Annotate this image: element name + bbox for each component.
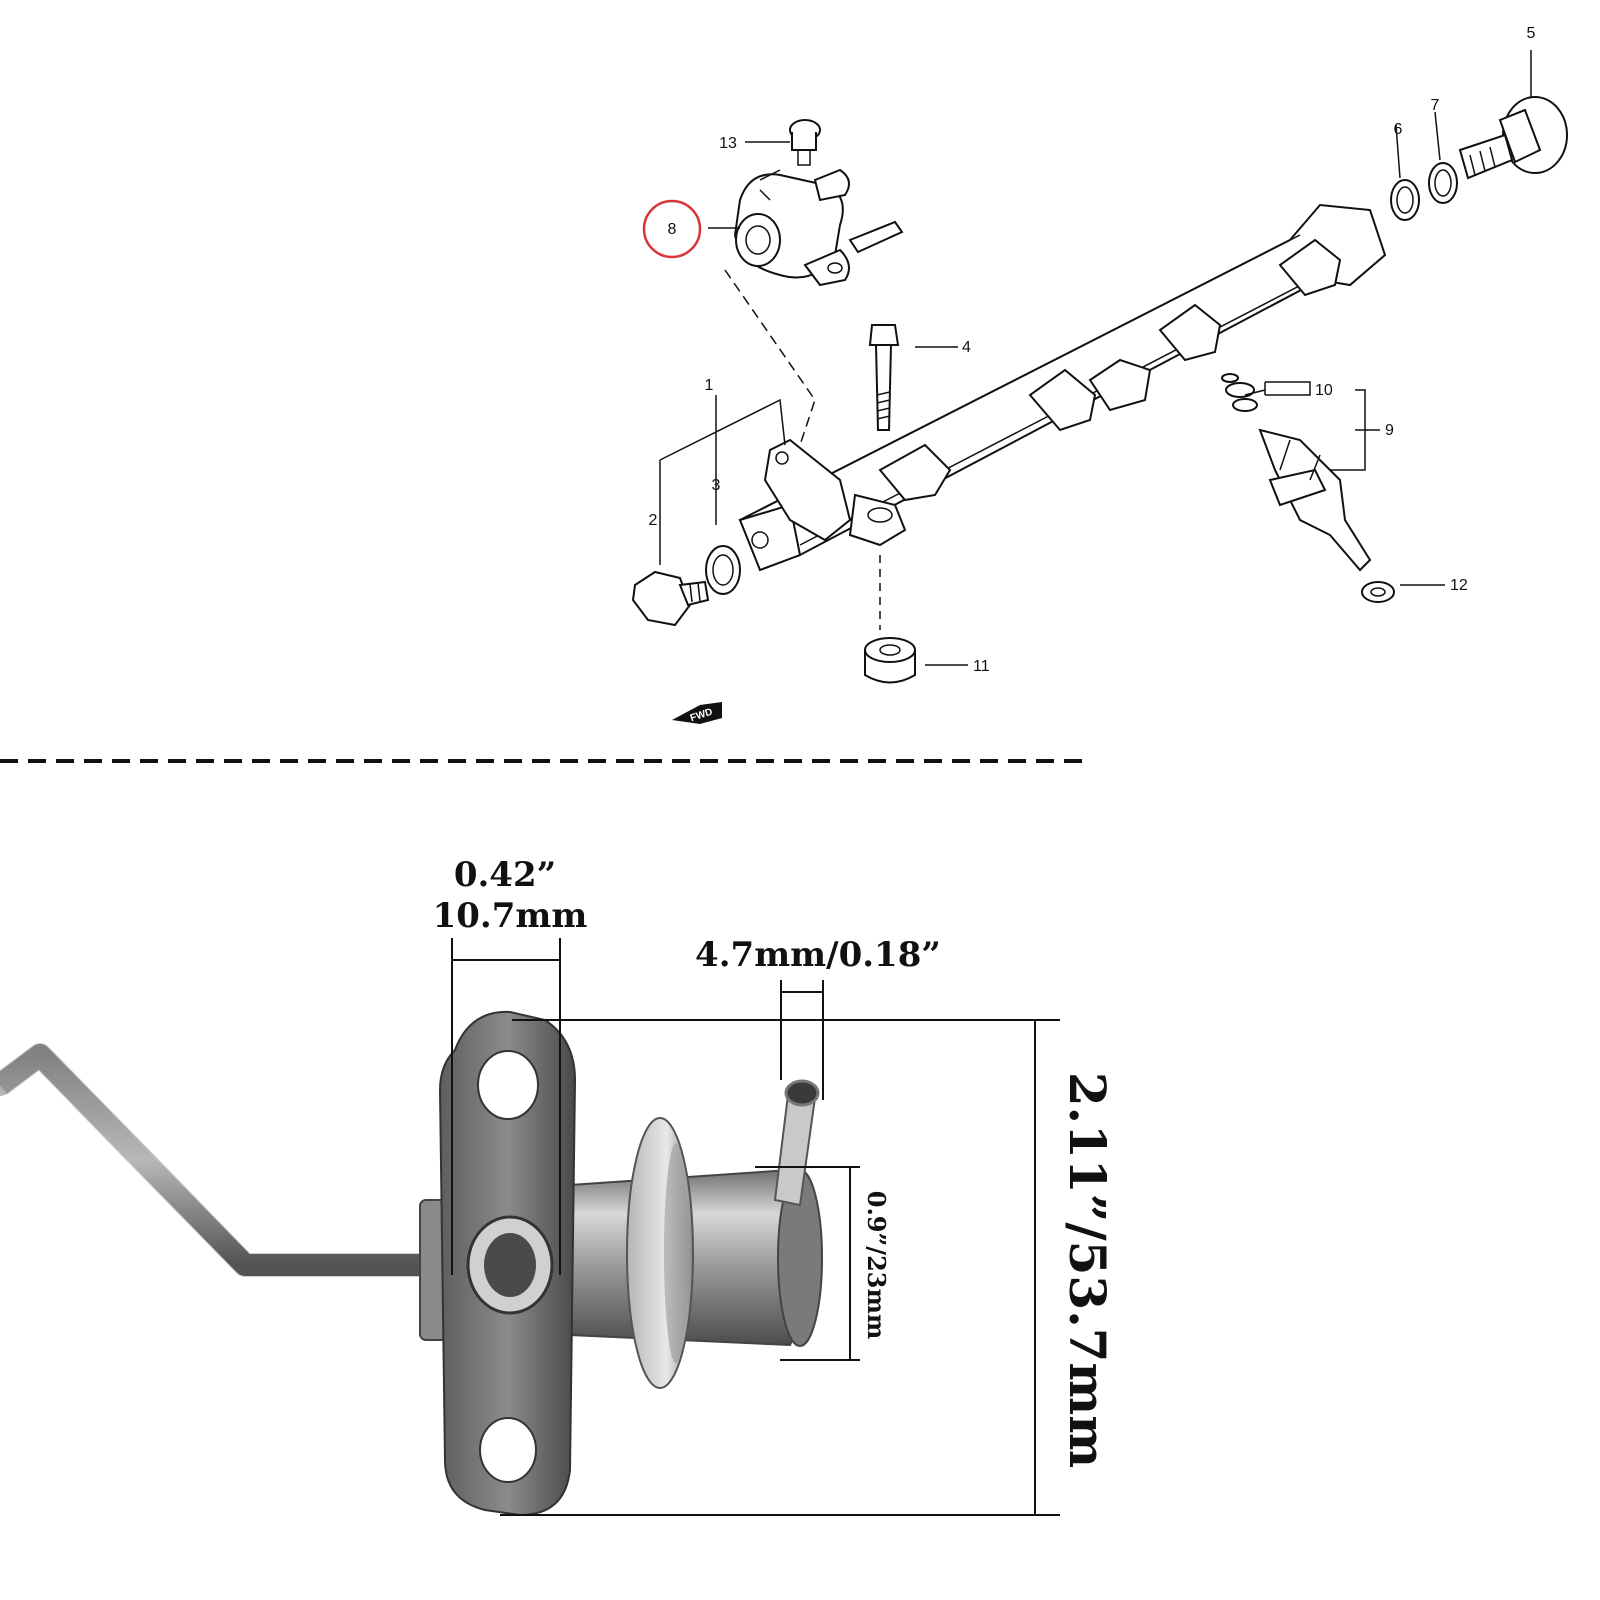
flange-hole-top: [477, 1050, 539, 1120]
highlight-circle: [642, 199, 702, 259]
o-ring-10-drawing: [1221, 373, 1258, 412]
vacuum-port-size: 4.7mm/0.18”: [695, 935, 941, 975]
callout-4: 4: [962, 339, 971, 356]
callout-9: 9: [1385, 422, 1394, 439]
callout-3: 3: [712, 477, 721, 494]
return-tube: [0, 1044, 441, 1276]
gasket-6-drawing: [1390, 179, 1420, 221]
dimension-lines: [451, 938, 1060, 1516]
plug-2-drawing: [631, 570, 710, 627]
callout-7: 7: [1431, 97, 1440, 114]
fwd-arrow-icon: FWD: [672, 702, 722, 724]
gasket-3-drawing: [705, 545, 741, 595]
exploded-parts-diagram: 1 2 3 4 5 6 7 8 9 10 11 12 13 FWD: [631, 25, 1568, 724]
fuel-rail-drawing: [738, 203, 1387, 572]
screw-13-drawing: [789, 119, 821, 166]
callout-6: 6: [1394, 121, 1403, 138]
body-diameter: 0.9”/23mm: [862, 1191, 891, 1340]
callout-11: 11: [973, 658, 990, 675]
union-bolt-5-drawing: [1458, 96, 1568, 180]
mount-hole-width-inch: 0.42”: [454, 855, 556, 895]
callout-2: 2: [649, 512, 658, 529]
flange-hole-bottom: [479, 1417, 537, 1483]
callout-12: 12: [1450, 577, 1468, 594]
cushion-12-drawing: [1361, 581, 1395, 603]
mount-hole-width-mm: 10.7mm: [433, 896, 588, 936]
injector-9-drawing: [1258, 428, 1372, 572]
callout-5: 5: [1527, 25, 1536, 42]
callout-8: 8: [668, 221, 677, 238]
bolt-4-drawing: [868, 324, 900, 431]
gasket-7-drawing: [1428, 162, 1458, 204]
callout-13: 13: [719, 135, 737, 152]
callout-10: 10: [1315, 382, 1333, 399]
overall-height: 2.11”/53.7mm: [1058, 1072, 1117, 1468]
regulator-photo: [0, 1010, 823, 1517]
insulator-11-drawing: [864, 637, 916, 684]
pressure-regulator-drawing: [733, 168, 904, 287]
leader-lines: [708, 50, 1532, 666]
callout-1: 1: [705, 377, 714, 394]
